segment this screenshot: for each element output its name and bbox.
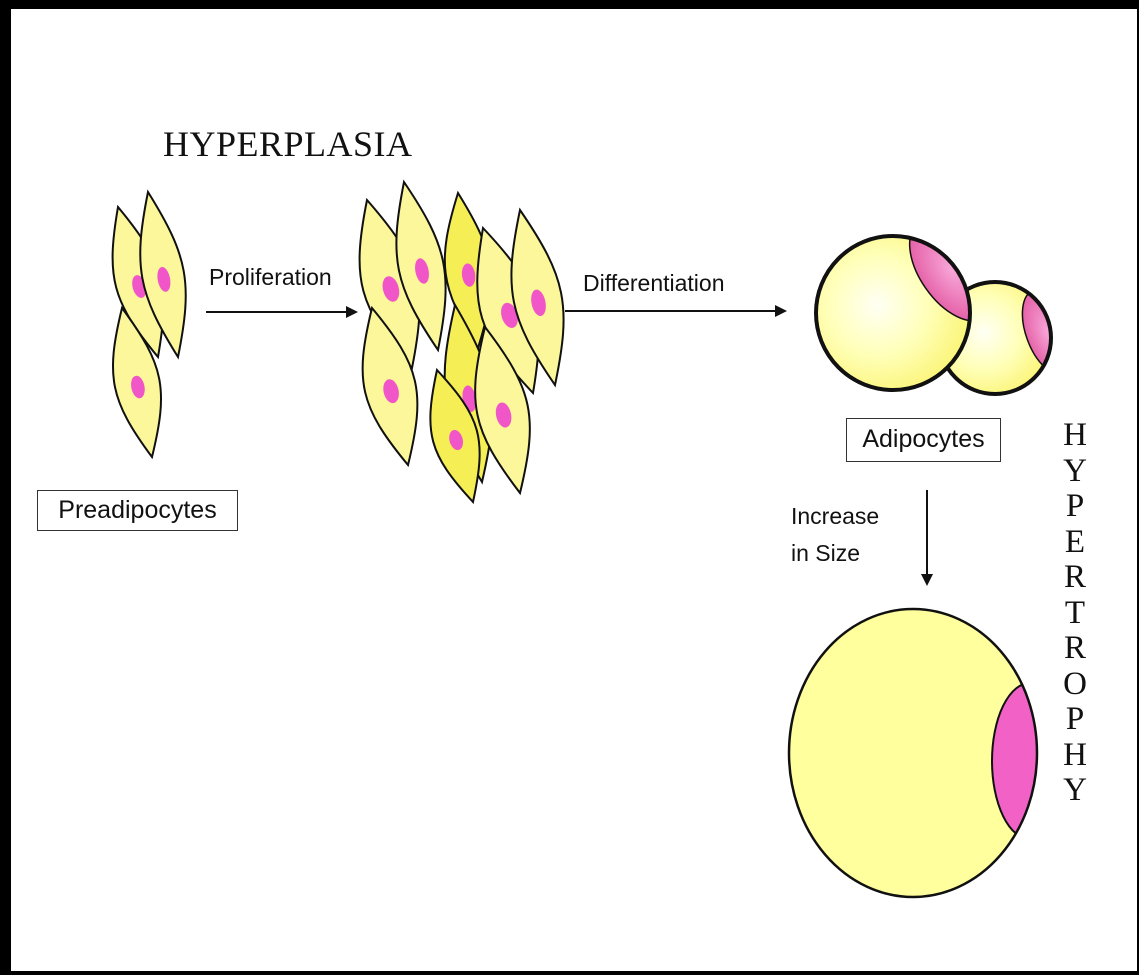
hyperplasia-title: HYPERPLASIA — [163, 123, 413, 165]
increase-in-size-label-line1: Increase — [791, 503, 879, 530]
adipocytes-box: Adipocytes — [846, 418, 1001, 462]
increase-size-arrow — [921, 490, 933, 586]
hypertrophic-adipocyte — [789, 609, 1068, 897]
hypertrophy-vertical-label: HYPERTROPHY — [1058, 418, 1092, 809]
proliferation-arrow — [206, 306, 358, 318]
preadipocytes-box: Preadipocytes — [37, 490, 238, 531]
differentiation-arrow — [565, 305, 787, 317]
preadipocyte-cell-group — [113, 192, 186, 457]
proliferation-label: Proliferation — [209, 264, 332, 291]
increase-in-size-label-line2: in Size — [791, 540, 860, 567]
proliferated-cell-group — [360, 182, 564, 502]
differentiation-label: Differentiation — [583, 270, 725, 297]
